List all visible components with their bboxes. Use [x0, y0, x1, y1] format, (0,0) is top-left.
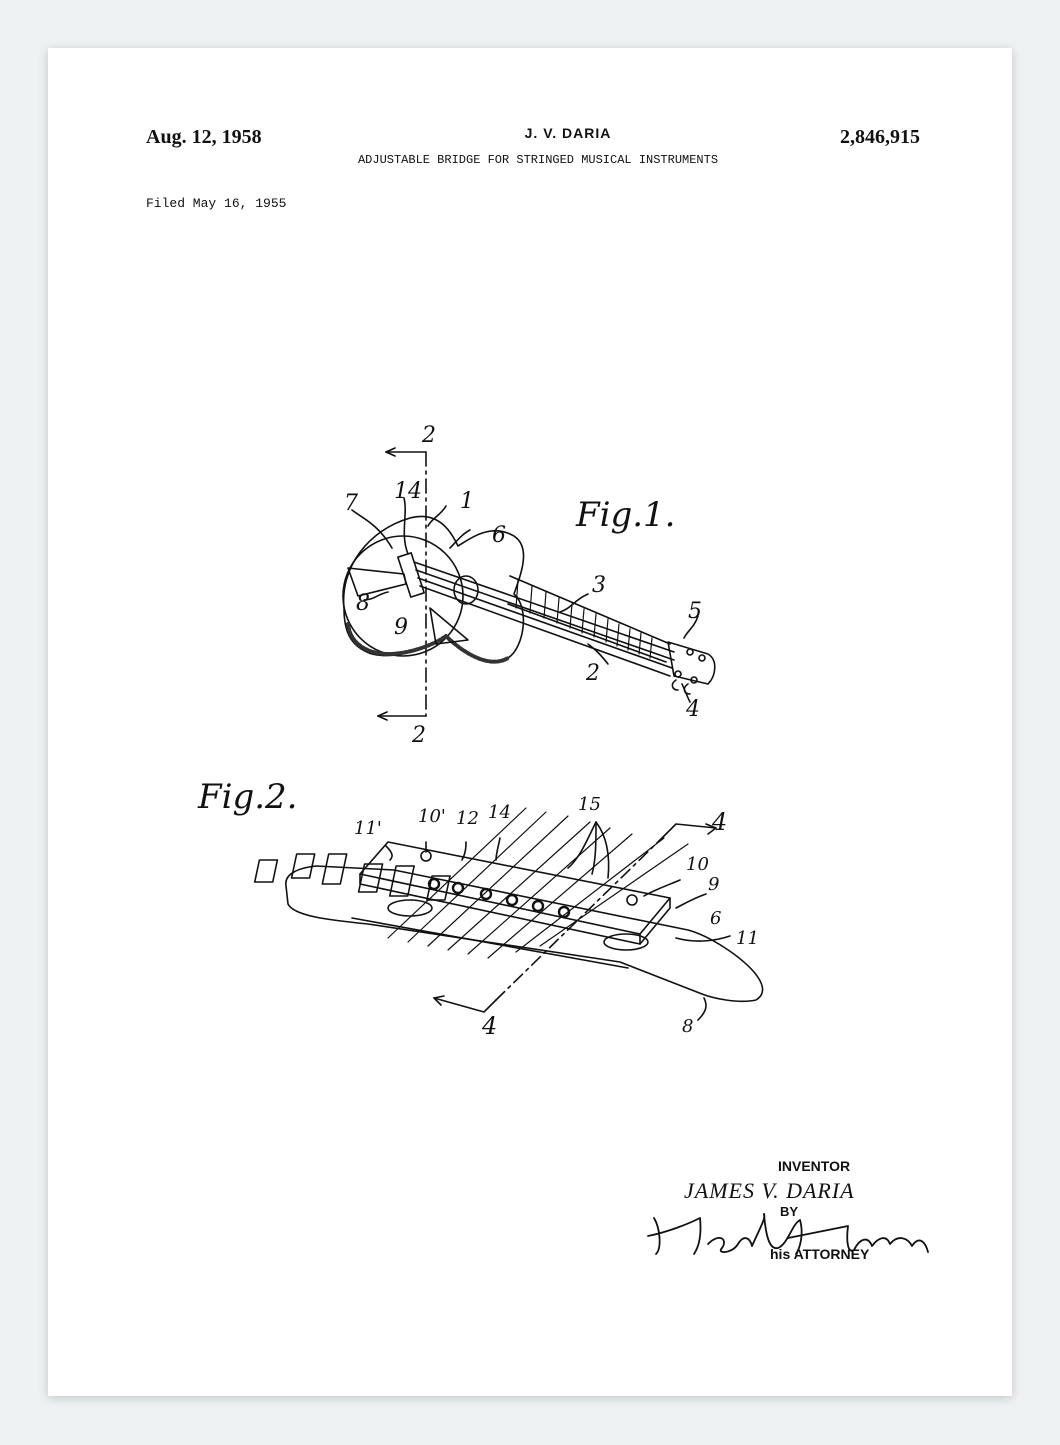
bridge-fig1 [397, 552, 425, 598]
pickguard [429, 607, 469, 645]
svg-text:3: 3 [592, 573, 606, 598]
patent-title: ADJUSTABLE BRIDGE FOR STRINGED MUSICAL I… [357, 153, 719, 167]
svg-text:15: 15 [578, 794, 601, 815]
filed-date: Filed May 16, 1955 [146, 196, 287, 211]
svg-text:12: 12 [456, 808, 479, 829]
fig2-label: Fig.2. [197, 777, 297, 817]
svg-text:14: 14 [394, 479, 422, 504]
svg-text:7: 7 [344, 491, 358, 516]
svg-text:6: 6 [710, 908, 721, 929]
fig2-bridge-illustration [253, 807, 764, 1021]
svg-text:9: 9 [394, 615, 408, 640]
screw-10 [626, 894, 638, 906]
svg-text:9: 9 [708, 874, 719, 895]
thumbwheel-right [603, 933, 649, 951]
svg-text:4: 4 [481, 1012, 497, 1040]
svg-text:2: 2 [411, 723, 426, 748]
inventor-label: INVENTOR [778, 1158, 851, 1174]
svg-text:4: 4 [685, 697, 700, 722]
patent-number: 2,846,915 [840, 126, 920, 148]
bridge-strings [387, 807, 689, 959]
svg-text:6: 6 [492, 523, 506, 548]
neck-top-edge [509, 575, 671, 645]
attorney-signature-scribble [647, 1213, 929, 1255]
attorney-label: his ATTORNEY [770, 1246, 870, 1262]
svg-text:4: 4 [711, 808, 727, 836]
bridge-base-inner-edge [351, 917, 629, 969]
svg-text:11': 11' [354, 818, 382, 839]
bridge-base [285, 865, 764, 1003]
svg-text:8: 8 [356, 591, 370, 616]
svg-text:1: 1 [460, 489, 474, 514]
saddle-blocks [253, 853, 451, 901]
fig2-reference-numerals: 11' 10' 12 14 15 4 10 9 6 11 8 4 [354, 794, 759, 1040]
svg-text:2: 2 [585, 661, 600, 686]
svg-text:5: 5 [688, 599, 702, 624]
svg-text:10': 10' [418, 806, 446, 827]
svg-text:14: 14 [488, 802, 511, 823]
inventor-header: J. V. DARIA [524, 125, 612, 141]
svg-text:10: 10 [686, 854, 709, 875]
patent-drawing: Fig.1. Fig.2. 2 14 7 1 6 3 8 9 5 2 4 2 1… [197, 423, 929, 1255]
fig1-reference-numerals: 2 14 7 1 6 3 8 9 5 2 4 2 [344, 423, 702, 748]
headstock [667, 641, 716, 685]
patent-date: Aug. 12, 1958 [146, 126, 262, 148]
saddle-front [359, 873, 641, 945]
inventor-name: JAMES V. DARIA [684, 1178, 855, 1203]
svg-text:2: 2 [421, 423, 436, 448]
svg-text:11: 11 [736, 928, 759, 949]
section-line-4 [495, 837, 663, 1001]
patent-sheet: Aug. 12, 1958 J. V. DARIA 2,846,915 ADJU… [48, 48, 1012, 1396]
thumbwheel-left [387, 899, 433, 917]
by-label: BY [780, 1204, 799, 1219]
svg-text:8: 8 [682, 1016, 693, 1037]
guitar-body-edge [346, 622, 510, 664]
fig1-guitar-illustration [342, 447, 716, 721]
fig1-label: Fig.1. [575, 495, 675, 535]
